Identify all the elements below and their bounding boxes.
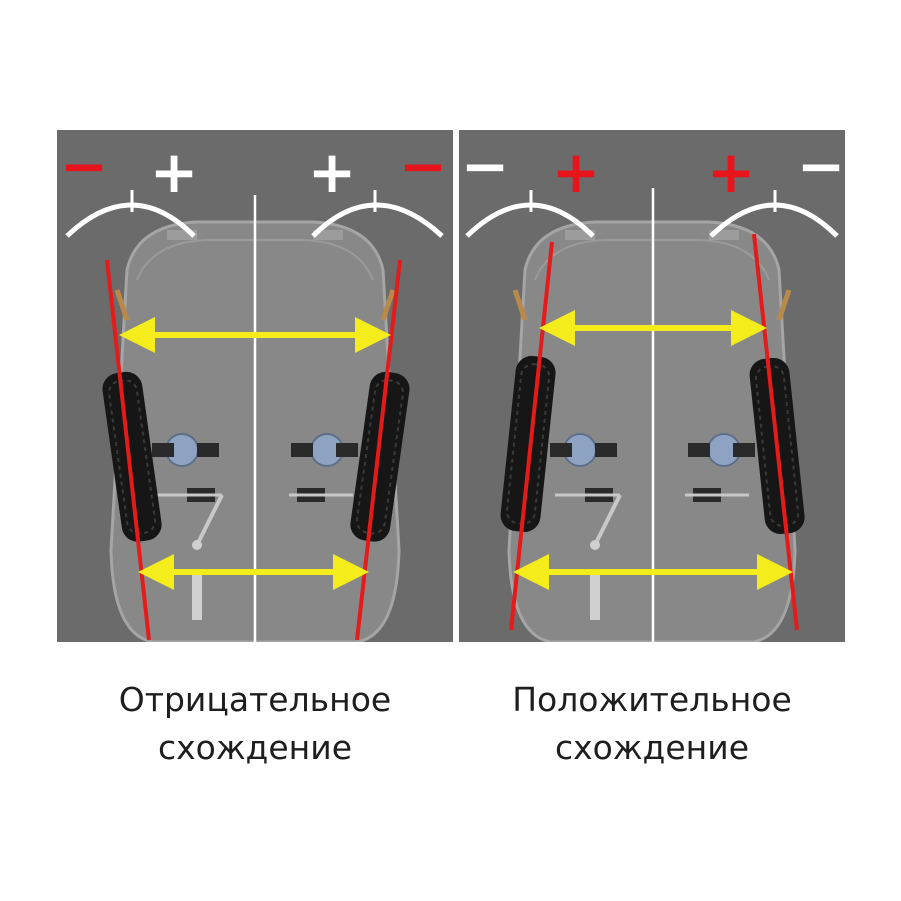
caption-negative-toe: Отрицательное схождение xyxy=(57,676,453,772)
car-diagram: − + + − xyxy=(461,132,845,642)
minus-sign-outer-left: − xyxy=(60,132,109,200)
plus-sign-inner-right: + xyxy=(707,138,756,206)
minus-sign-outer-left: − xyxy=(461,132,510,200)
minus-sign-outer-right: − xyxy=(797,132,845,200)
suspension xyxy=(152,433,358,620)
plus-sign-inner-left: + xyxy=(150,138,199,206)
car-diagram: − + + − xyxy=(60,132,448,642)
left-wheel xyxy=(500,355,556,532)
scale-arc-right xyxy=(709,190,839,238)
plus-sign-inner-left: + xyxy=(552,138,601,206)
scale-arc-right xyxy=(311,190,444,238)
caption-line-2: схождение xyxy=(157,728,353,767)
caption-line-1: Положительное xyxy=(512,680,792,719)
scale-arc-left xyxy=(65,190,196,238)
diagram-positive-toe: − + + − xyxy=(459,130,845,642)
diagram-negative-toe: − + + − xyxy=(57,130,453,642)
caption-line-1: Отрицательное xyxy=(118,680,392,719)
scale-arc-left xyxy=(465,190,595,238)
plus-sign-inner-right: + xyxy=(308,138,357,206)
minus-sign-outer-right: − xyxy=(399,132,448,200)
caption-positive-toe: Положительное схождение xyxy=(459,676,845,772)
suspension xyxy=(550,433,755,620)
caption-line-2: схождение xyxy=(554,728,750,767)
right-wheel xyxy=(350,371,410,542)
